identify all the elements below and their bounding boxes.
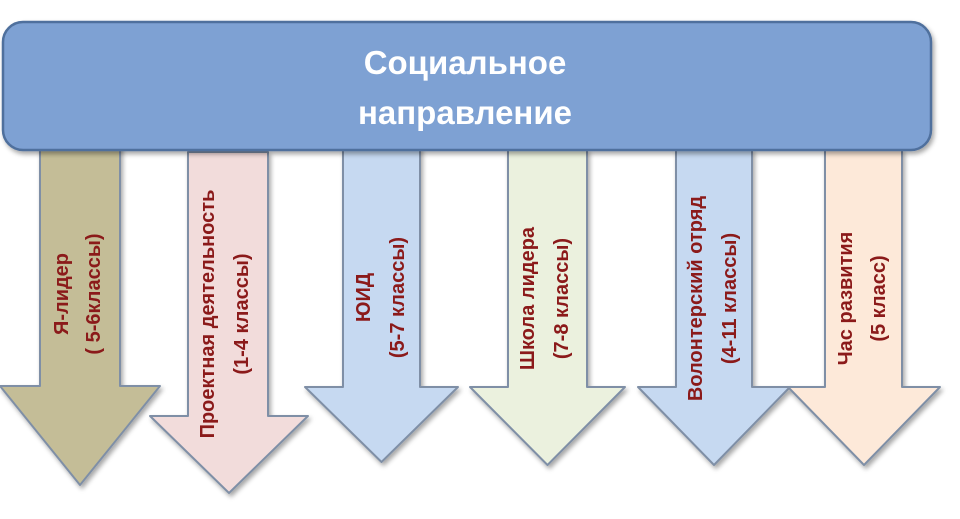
- header-banner-box: [1, 20, 933, 152]
- arrow-shape: [637, 149, 791, 466]
- header-banner: Социальное направление: [1, 20, 933, 152]
- arrow-label-line2: (7-8 классы): [551, 238, 573, 359]
- arrow-shape: [304, 147, 459, 463]
- arrow-shape: [0, 141, 161, 486]
- arrow-shape: [469, 149, 626, 466]
- arrow-label-line1: ЮИД: [353, 273, 375, 322]
- arrow-3: ЮИД (5-7 классы): [304, 147, 459, 463]
- arrow-label-line1: Час развития: [835, 232, 857, 366]
- header-title-line1: Социальное: [364, 44, 567, 81]
- arrow-label-line2: (5 класс): [868, 255, 890, 341]
- arrow-label-line1: Волонтерский отряд: [685, 196, 707, 401]
- arrow-label-line1: Я-лидер: [51, 253, 73, 335]
- arrow-shape: [149, 151, 309, 494]
- arrow-label-line1: Проектная деятельность: [197, 190, 219, 439]
- arrow-5: Волонтерский отряд (4-11 классы): [637, 149, 791, 466]
- arrow-label-line2: (4-11 классы): [719, 233, 741, 364]
- arrow-label-line2: (1-4 классы): [231, 253, 253, 374]
- arrow-shape: [787, 149, 941, 466]
- arrow-1: Я-лидер ( 5-6классы): [0, 141, 161, 486]
- arrow-label-line1: Школа лидера: [517, 226, 539, 370]
- arrow-label-line2: ( 5-6классы): [83, 233, 105, 354]
- arrow-label-line2: (5-7 классы): [387, 237, 409, 358]
- arrow-6: Час развития (5 класс): [787, 149, 941, 466]
- arrows-group: Я-лидер ( 5-6классы) Проектная деятельност…: [0, 141, 941, 494]
- arrow-2: Проектная деятельность (1-4 классы): [149, 151, 309, 494]
- header-title-line2: направление: [358, 94, 572, 131]
- arrow-4: Школа лидера (7-8 классы): [469, 149, 626, 466]
